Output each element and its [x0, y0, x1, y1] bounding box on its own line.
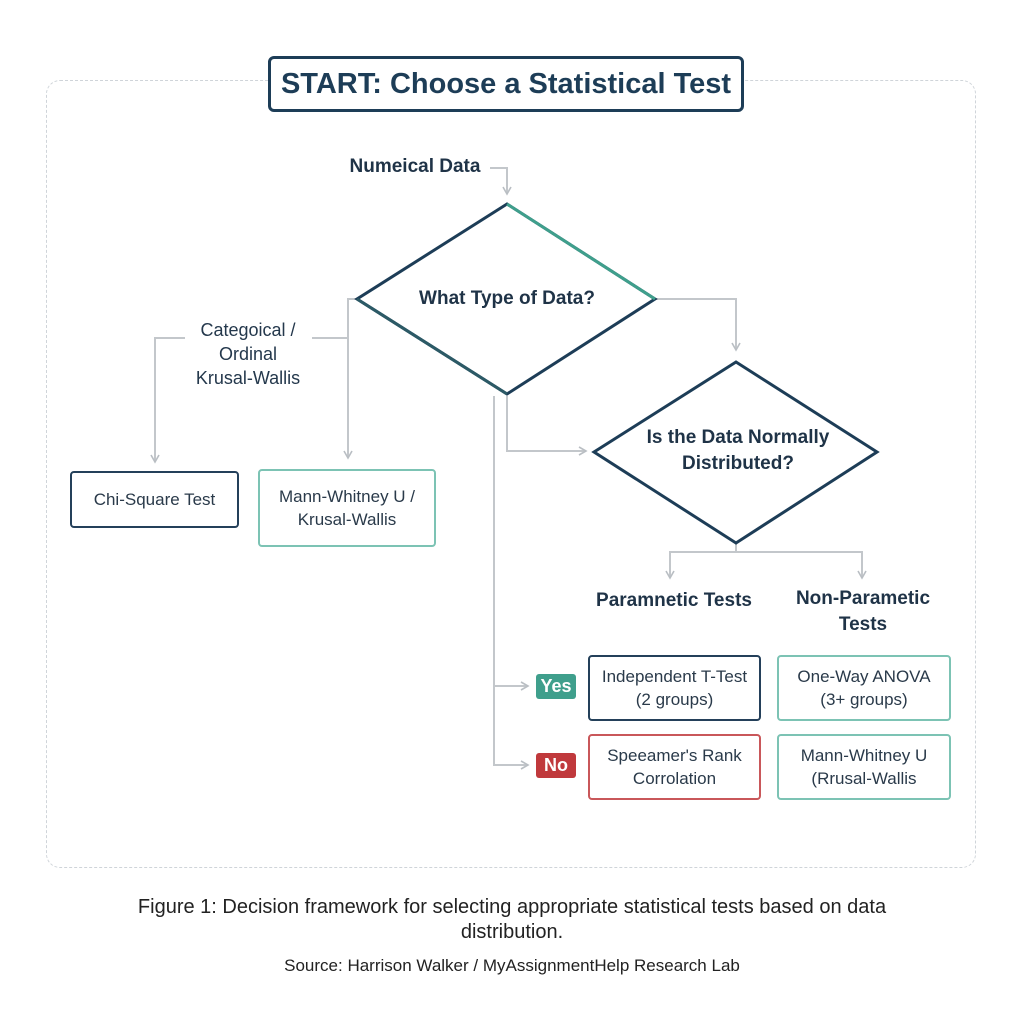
spearman-line2: Corrolation	[632, 769, 717, 788]
spearman-box: Speeamer's Rank Corrolation	[588, 734, 761, 800]
t-test-box: Independent T-Test (2 groups)	[588, 655, 761, 721]
parametric-header: Paramnetic Tests	[596, 590, 752, 611]
categorical-label-line1: Categoical /	[200, 320, 296, 340]
figure-caption-line1: Figure 1: Decision framework for selecti…	[137, 896, 887, 918]
figure-caption: Figure 1: Decision framework for selecti…	[90, 895, 934, 945]
normality-question-line2: Distributed?	[682, 453, 794, 474]
connector-left-branch	[343, 298, 357, 460]
anova-line2: (3+ groups)	[820, 690, 908, 709]
anova-box: One-Way ANOVA (3+ groups)	[777, 655, 951, 721]
connector-to-normality	[506, 396, 588, 456]
anova-line1: One-Way ANOVA	[797, 667, 931, 686]
connector-numerical	[490, 167, 512, 196]
spearman-line1: Speeamer's Rank	[607, 746, 742, 765]
no-tag: No	[536, 753, 576, 778]
mann-whitney-right-line2: (Rrusal-Wallis	[811, 769, 917, 788]
chi-square-box: Chi-Square Test	[70, 471, 239, 528]
nonparametric-header-line1: Non-Parametic	[795, 588, 931, 609]
connector-chi	[150, 337, 185, 464]
data-type-question: What Type of Data?	[419, 288, 595, 309]
connector-right-branch	[655, 298, 741, 352]
normality-question: Is the Data Normally Distributed?	[618, 425, 858, 477]
connector-yes	[493, 396, 530, 691]
nonparametric-header: Non-Parametic Tests	[778, 586, 948, 638]
connector-no	[493, 686, 530, 770]
mann-whitney-right-box: Mann-Whitney U (Rrusal-Wallis	[777, 734, 951, 800]
t-test-line1: Independent T-Test	[601, 667, 748, 686]
source-credit: Source: Harrison Walker / MyAssignmentHe…	[284, 956, 740, 975]
mann-whitney-right-line1: Mann-Whitney U	[800, 746, 928, 765]
mann-whitney-left-line2: Krusal-Wallis	[297, 510, 397, 529]
categorical-label-line3: Krusal-Wallis	[195, 368, 301, 388]
start-box: START: Choose a Statistical Test	[268, 56, 744, 112]
mann-whitney-left-box: Mann-Whitney U / Krusal-Wallis	[258, 469, 436, 547]
yes-tag: Yes	[536, 674, 576, 699]
mann-whitney-left-line1: Mann-Whitney U /	[278, 487, 416, 506]
connector-split-right	[736, 551, 867, 580]
nonparametric-header-line2: Tests	[838, 614, 888, 635]
connector-split	[665, 544, 737, 580]
figure-caption-line2: distribution.	[460, 921, 564, 943]
chi-square-label: Chi-Square Test	[93, 490, 216, 509]
numerical-data-label: Numeical Data	[349, 156, 481, 177]
categorical-label-line2: Ordinal	[218, 344, 278, 364]
t-test-line2: (2 groups)	[635, 690, 714, 709]
categorical-label: Categoical / Ordinal Krusal-Wallis	[178, 318, 318, 390]
normality-question-line1: Is the Data Normally	[646, 427, 830, 448]
normality-diamond	[591, 360, 880, 545]
